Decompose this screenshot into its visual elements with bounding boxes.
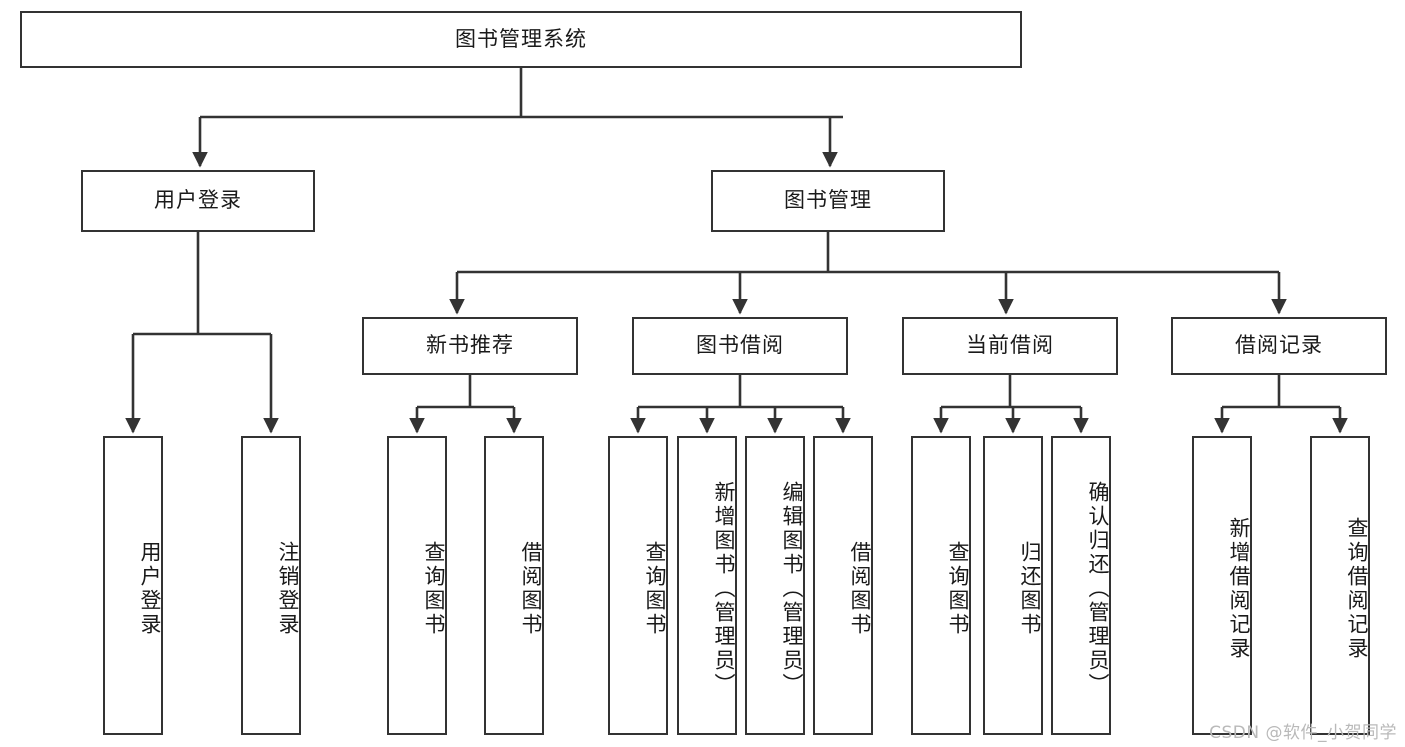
node-user-login-label: 用户登录	[154, 188, 242, 213]
node-leaf-query-book-recommend[interactable]: 查询图书	[387, 436, 447, 735]
node-book-manage[interactable]: 图书管理	[711, 170, 945, 232]
node-leaf-add-book-label: 新增图书（管理员）	[712, 480, 736, 697]
node-leaf-return-book[interactable]: 归还图书	[983, 436, 1043, 735]
node-leaf-add-book[interactable]: 新增图书（管理员）	[677, 436, 737, 735]
node-leaf-edit-book[interactable]: 编辑图书（管理员）	[745, 436, 805, 735]
node-root-system[interactable]: 图书管理系统	[20, 11, 1022, 68]
node-leaf-query-book-current[interactable]: 查询图书	[911, 436, 971, 735]
node-leaf-user-logout[interactable]: 注销登录	[241, 436, 301, 735]
node-leaf-return-book-label: 归还图书	[1018, 540, 1042, 637]
node-leaf-confirm-return[interactable]: 确认归还（管理员）	[1051, 436, 1111, 735]
node-leaf-query-borrow-record-label: 查询借阅记录	[1345, 516, 1369, 661]
node-leaf-user-login-label: 用户登录	[138, 540, 162, 637]
node-borrow-record-label: 借阅记录	[1235, 333, 1323, 358]
node-new-book-recommend[interactable]: 新书推荐	[362, 317, 578, 375]
node-leaf-query-book-borrow[interactable]: 查询图书	[608, 436, 668, 735]
node-leaf-borrow-book-recommend[interactable]: 借阅图书	[484, 436, 544, 735]
node-user-login[interactable]: 用户登录	[81, 170, 315, 232]
node-root-label: 图书管理系统	[455, 26, 587, 51]
node-leaf-borrow-book-recommend-label: 借阅图书	[519, 540, 543, 637]
csdn-watermark: CSDN @软件_小贺同学	[1209, 723, 1397, 743]
node-leaf-borrow-book[interactable]: 借阅图书	[813, 436, 873, 735]
node-leaf-user-login[interactable]: 用户登录	[103, 436, 163, 735]
node-borrow-record[interactable]: 借阅记录	[1171, 317, 1387, 375]
node-leaf-query-book-current-label: 查询图书	[946, 540, 970, 637]
node-book-borrow[interactable]: 图书借阅	[632, 317, 848, 375]
node-current-borrow-label: 当前借阅	[966, 333, 1054, 358]
node-book-borrow-label: 图书借阅	[696, 333, 784, 358]
node-leaf-add-borrow-record[interactable]: 新增借阅记录	[1192, 436, 1252, 735]
node-leaf-query-book-borrow-label: 查询图书	[643, 540, 667, 637]
node-leaf-confirm-return-label: 确认归还（管理员）	[1086, 480, 1110, 697]
node-current-borrow[interactable]: 当前借阅	[902, 317, 1118, 375]
node-leaf-edit-book-label: 编辑图书（管理员）	[780, 480, 804, 697]
node-book-manage-label: 图书管理	[784, 188, 872, 213]
node-new-book-recommend-label: 新书推荐	[426, 333, 514, 358]
node-leaf-query-borrow-record[interactable]: 查询借阅记录	[1310, 436, 1370, 735]
node-leaf-query-book-recommend-label: 查询图书	[422, 540, 446, 637]
node-leaf-borrow-book-label: 借阅图书	[848, 540, 872, 637]
node-leaf-user-logout-label: 注销登录	[276, 540, 300, 637]
node-leaf-add-borrow-record-label: 新增借阅记录	[1227, 516, 1251, 661]
